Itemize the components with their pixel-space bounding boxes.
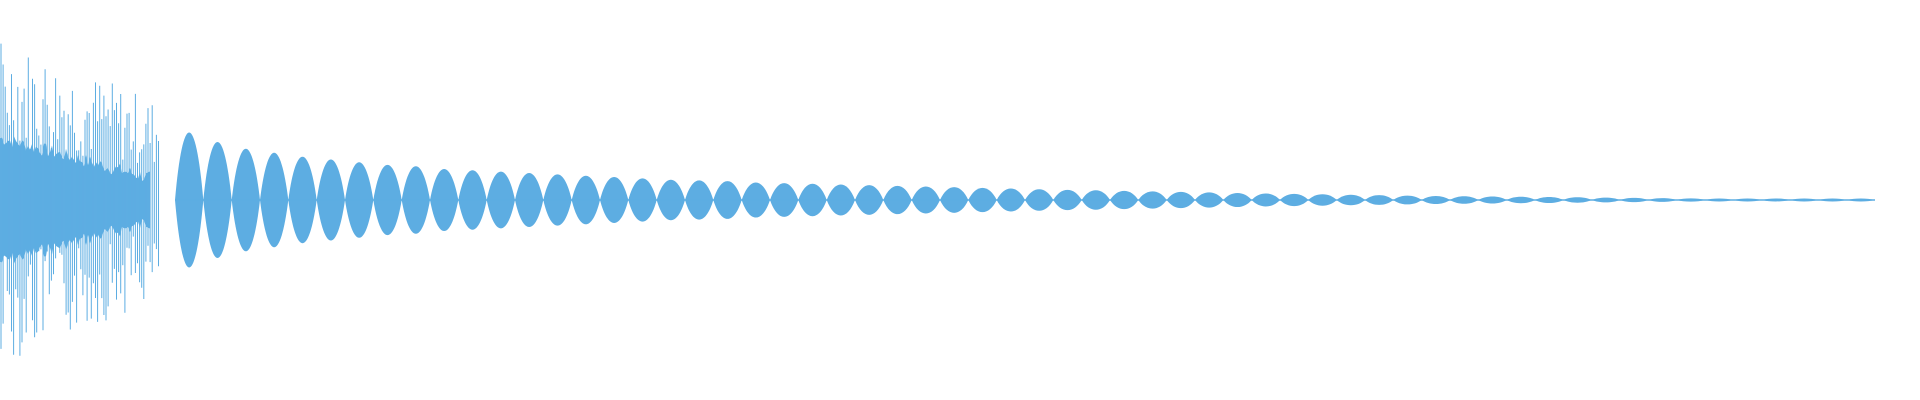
waveform-lobes (175, 132, 1875, 268)
waveform-transient (0, 43, 159, 356)
